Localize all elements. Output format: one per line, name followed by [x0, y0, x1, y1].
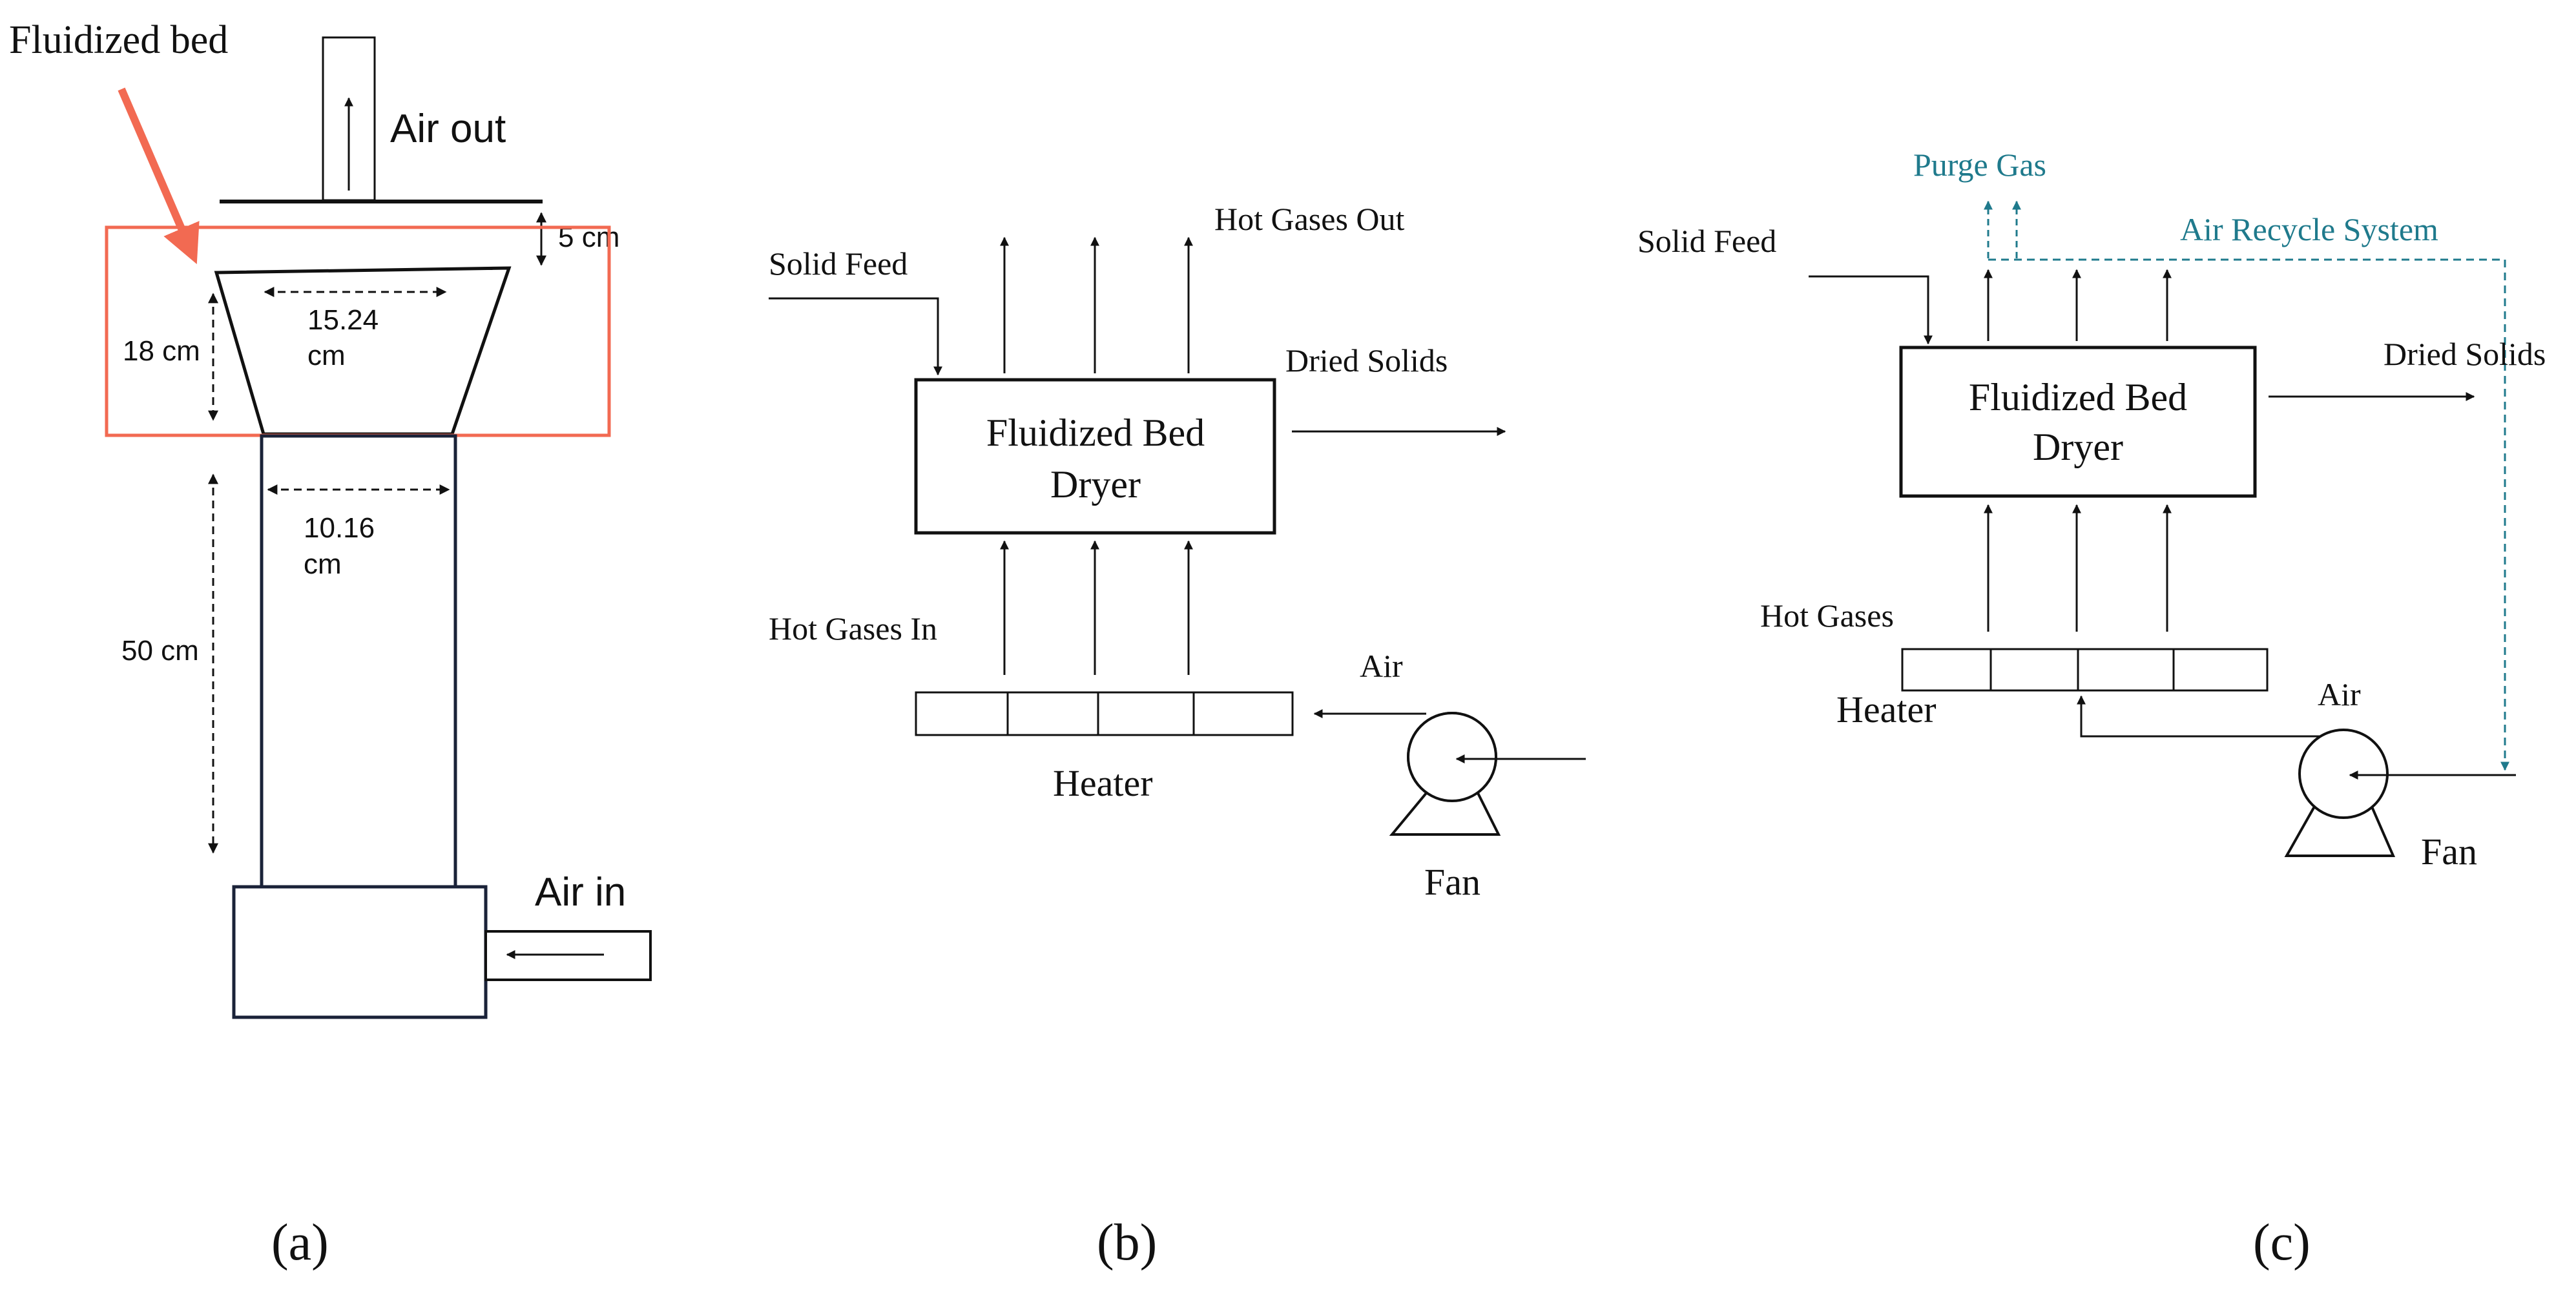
dim-top-width-value: 15.24 [307, 304, 379, 336]
fan-label-c: Fan [2421, 831, 2477, 873]
highlight-pointer-arrow [118, 87, 200, 265]
dim-top-width-unit: cm [307, 340, 346, 371]
dryer-label-line2-c: Dryer [2033, 426, 2123, 468]
dryer-box-c [1899, 346, 2257, 498]
fluidized-bed-label: Fluidized bed [9, 18, 228, 62]
caption-b: (b) [1097, 1214, 1157, 1271]
dim-column-width-unit: cm [304, 548, 342, 580]
air-label-b: Air [1360, 648, 1403, 684]
panel-a-apparatus: Air out 5 cm 15.24 cm 18 cm Fluidized be… [9, 18, 652, 1271]
air-out-label: Air out [390, 107, 506, 151]
solid-feed-label-b: Solid Feed [769, 245, 908, 282]
dryer-label-line1-b: Fluidized Bed [986, 411, 1205, 454]
heater-label-b: Heater [1053, 762, 1153, 804]
panel-b-open-dryer: Solid Feed Hot Gases Out Fluidized Bed D… [769, 201, 1586, 1271]
heater-c [1901, 648, 2269, 692]
heater-b [915, 691, 1294, 736]
fan-c [2284, 729, 2396, 857]
panel-c-recycle-dryer: Purge Gas Air Recycle System Solid Feed … [1637, 147, 2546, 1271]
fan-b [1389, 712, 1501, 836]
bed-column [260, 434, 457, 889]
dim-cone-height-label: 18 cm [123, 335, 200, 367]
dryer-box-b [914, 378, 1276, 535]
solid-feed-line-b [769, 297, 942, 376]
air-plenum [232, 885, 488, 1019]
caption-a: (a) [271, 1214, 329, 1271]
hot-gases-label-c: Hot Gases [1760, 597, 1894, 634]
dryer-label-line1-c: Fluidized Bed [1969, 376, 2187, 419]
air-recycle-label-c: Air Recycle System [2180, 211, 2438, 247]
dryer-label-line2-b: Dryer [1050, 463, 1141, 506]
dim-column-height-label: 50 cm [121, 635, 199, 667]
air-in-label: Air in [535, 870, 626, 915]
fluidized-bed-cone [214, 266, 512, 436]
solid-feed-label-c: Solid Feed [1637, 223, 1776, 259]
dried-solids-label-b: Dried Solids [1285, 342, 1448, 378]
air-to-heater-line-c [2077, 695, 2325, 738]
hot-gases-out-label-b: Hot Gases Out [1214, 201, 1405, 237]
solid-feed-line-c [1809, 275, 1933, 345]
caption-c: (c) [2253, 1214, 2311, 1271]
fan-label-b: Fan [1424, 861, 1480, 903]
hot-gases-in-label-b: Hot Gases In [769, 610, 937, 647]
air-label-c: Air [2318, 676, 2361, 712]
dim-column-width-value: 10.16 [304, 512, 375, 544]
recycle-line-c [1988, 258, 2509, 771]
purge-gas-label-c: Purge Gas [1913, 147, 2046, 183]
heater-label-c: Heater [1836, 689, 1937, 730]
dried-solids-label-c: Dried Solids [2384, 336, 2546, 372]
